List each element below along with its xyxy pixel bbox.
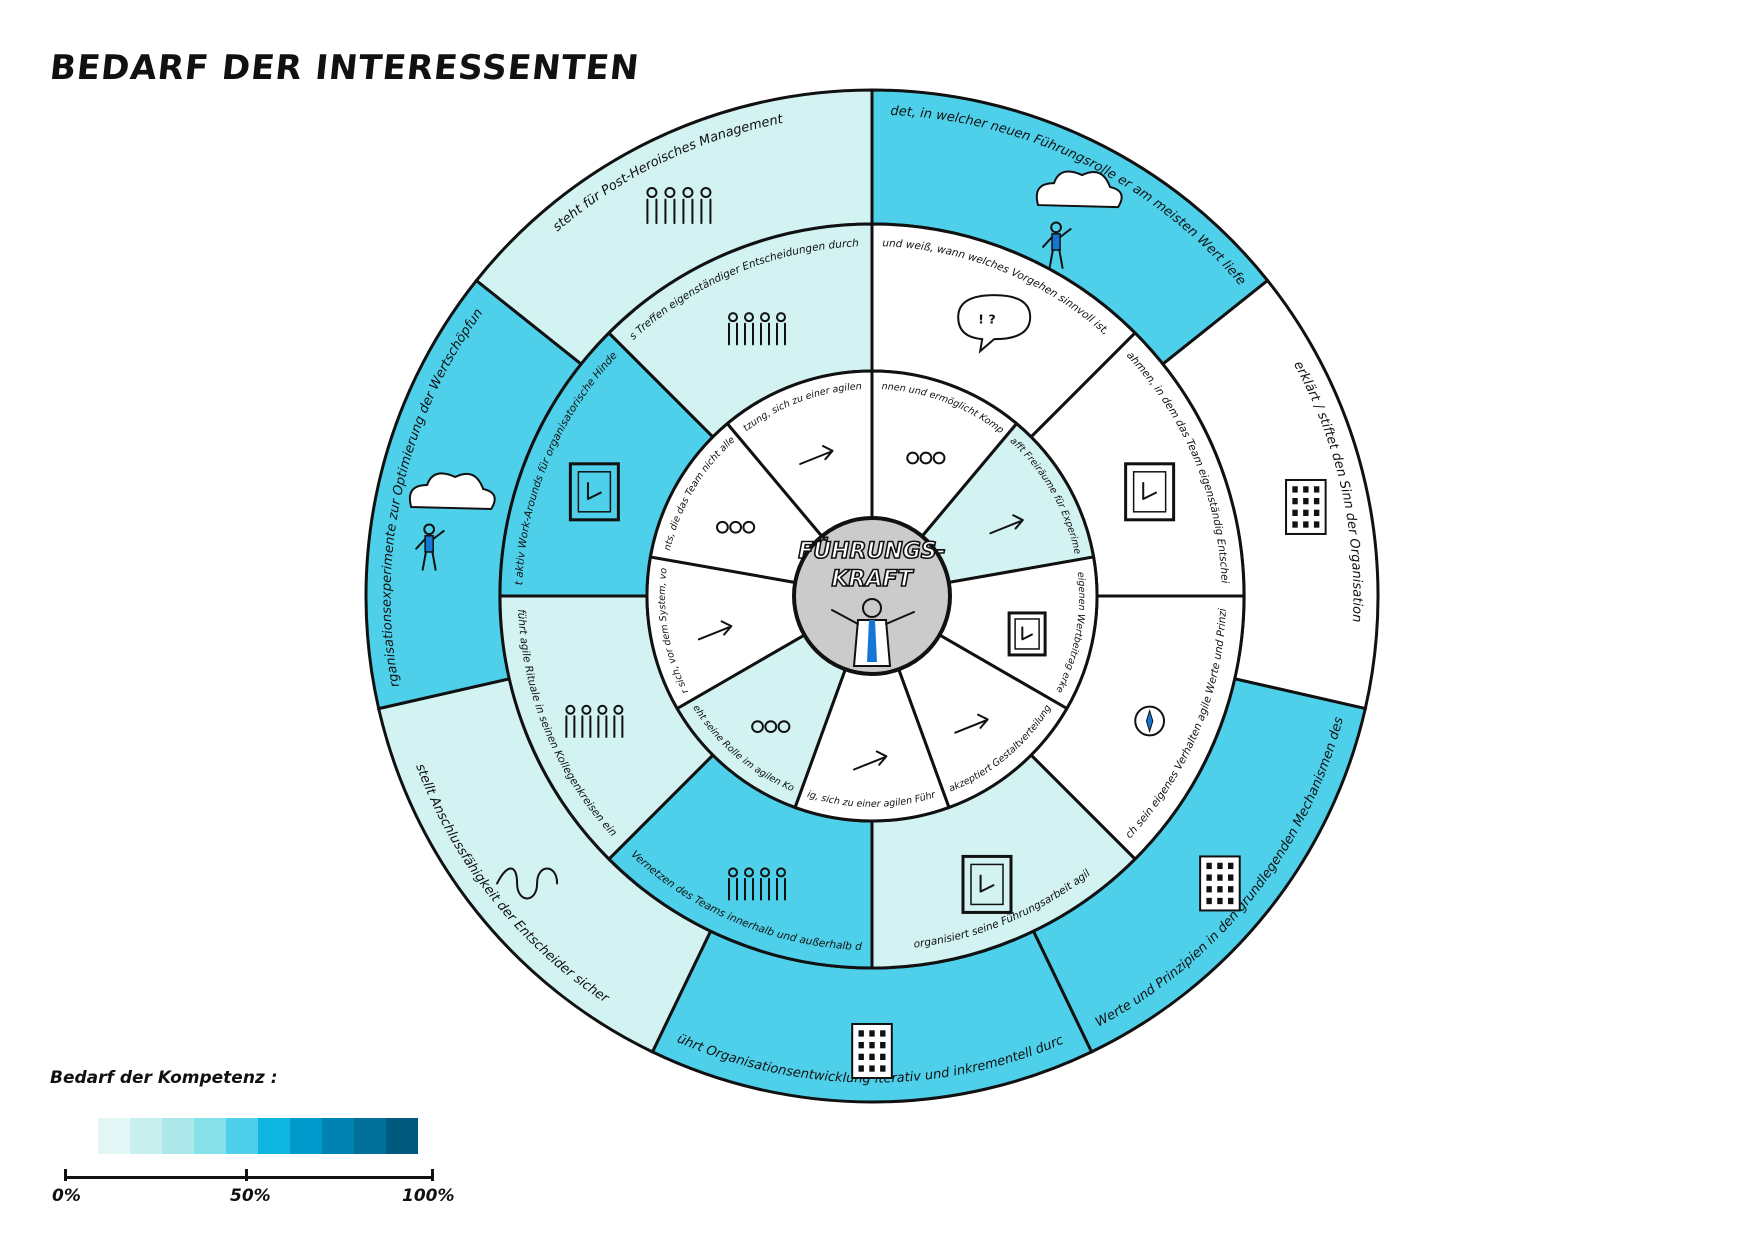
puzzle-icon <box>906 451 946 465</box>
legend-swatch-3 <box>162 1118 194 1154</box>
value-board-icon <box>1007 611 1047 657</box>
choice-icon <box>853 750 888 771</box>
legend-swatch-7 <box>290 1118 322 1154</box>
rituals-icon <box>565 704 624 738</box>
center-label-line-2: KRAFT <box>831 567 914 592</box>
team-hands-icon <box>646 186 712 225</box>
impediment-icon <box>716 520 756 534</box>
legend-swatch-10 <box>386 1118 418 1154</box>
decision-team-icon <box>728 312 787 346</box>
legend-swatch-6 <box>258 1118 290 1154</box>
legend-tick-50 <box>245 1169 248 1181</box>
cogs-icon <box>751 720 791 734</box>
legend-swatch-4 <box>194 1118 226 1154</box>
spiral-building-icon <box>851 1023 893 1079</box>
network-icon <box>728 867 787 901</box>
flag-icon <box>954 713 989 734</box>
legend-color-scale <box>98 1118 418 1154</box>
outer-ring-segment-6: führt Organisationsexperimente zur Optim… <box>0 0 584 711</box>
delegation-bubble-icon: ! ? <box>957 294 1032 354</box>
building-idea-icon <box>1285 478 1327 535</box>
legend-tick-label-100: 100% <box>402 1186 455 1206</box>
legend-swatch-8 <box>322 1118 354 1154</box>
workaround-icon <box>568 462 620 522</box>
leader-figure-icon <box>831 598 915 667</box>
shield-icon <box>697 620 733 641</box>
legend-title: Bedarf der Kompetenz : <box>50 1068 278 1088</box>
ladder-thought-icon <box>1035 170 1123 269</box>
svg-text:! ?: ! ? <box>978 313 996 328</box>
legend-swatch-2 <box>130 1118 162 1154</box>
center-hub: FÜHRUNGS- KRAFT <box>792 516 952 676</box>
explore-icon <box>989 514 1024 535</box>
experiment-icon <box>408 472 496 571</box>
connection-icon <box>496 867 559 900</box>
competency-legend: Bedarf der Kompetenz : 0% 50% 100% <box>50 1068 455 1218</box>
legend-swatch-9 <box>354 1118 386 1154</box>
compass-shirt-icon <box>1134 705 1166 737</box>
legend-axis <box>64 1176 434 1179</box>
legend-tick-0 <box>64 1169 67 1181</box>
legend-swatch-5 <box>226 1118 258 1154</box>
center-label-line-1: FÜHRUNGS- <box>798 538 946 564</box>
compass-building-icon <box>1199 855 1241 912</box>
legend-tick-label-0: 0% <box>52 1186 81 1206</box>
arrow-leader-icon <box>799 444 834 465</box>
legend-swatch-1 <box>98 1118 130 1154</box>
legend-tick-label-50: 50% <box>230 1186 271 1206</box>
kanban-icon <box>961 854 1013 914</box>
center-circle <box>792 516 952 676</box>
legend-tick-100 <box>431 1169 434 1181</box>
frame-icon <box>1124 462 1176 522</box>
